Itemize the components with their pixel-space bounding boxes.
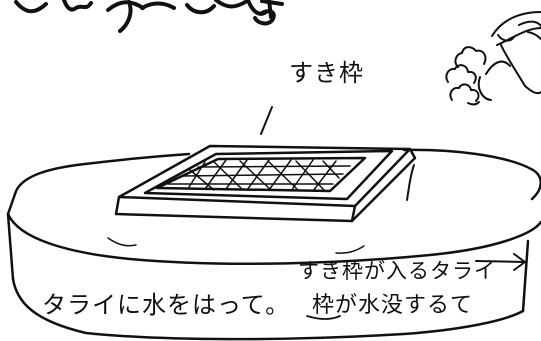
tub-outline xyxy=(6,148,541,341)
water-cloud-sketch xyxy=(445,46,487,106)
instruction-line-two: 枠が水没するて xyxy=(312,293,473,318)
frame-label: すき枠 xyxy=(289,59,364,87)
frame-leader-line xyxy=(260,106,273,135)
tub-note-label: すき枠が入るタライ xyxy=(298,259,496,283)
handwritten-labels: すき枠 すき枠が入るタライ タライに水をはって。 枠が水没するて xyxy=(42,59,496,319)
inline-underline-line-two xyxy=(306,315,341,320)
pouring-hand-sketch xyxy=(477,11,541,101)
papermaking-frame-sketch xyxy=(114,144,417,223)
instruction-line-one: タライに水をはって。 xyxy=(42,291,290,319)
cropped-top-text-fragments xyxy=(14,0,284,33)
tub-note-arrow xyxy=(475,253,526,271)
